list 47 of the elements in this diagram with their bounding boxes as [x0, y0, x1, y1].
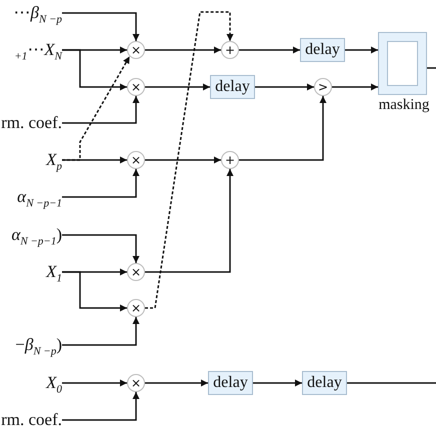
- arrow: [239, 46, 300, 54]
- input-label: rm. coef.: [0, 409, 62, 431]
- arrow: [145, 156, 221, 164]
- input-label: rm. coef.: [0, 112, 62, 134]
- operator-circle: ×: [127, 151, 145, 169]
- arrow: [332, 84, 378, 90]
- arrow: [62, 156, 127, 164]
- arrow: [255, 84, 314, 90]
- dashed-arrow: [62, 56, 130, 161]
- operator-circle: >: [314, 78, 332, 96]
- input-label: X$_{0}$: [0, 372, 62, 394]
- arrow: [62, 169, 140, 198]
- delay-box: delay: [300, 38, 345, 62]
- arrow: [239, 96, 326, 161]
- input-label: $_{+1}$⋯X$_{N}$: [0, 39, 62, 61]
- arrow: [62, 96, 140, 124]
- operator-circle: ×: [127, 78, 145, 96]
- operator-circle: +: [221, 151, 239, 169]
- delay-box: delay: [302, 371, 347, 395]
- arrow: [62, 392, 140, 421]
- arrow: [62, 49, 127, 90]
- arrow: [62, 12, 140, 41]
- input-label: α$_{N −p−1}$): [0, 224, 62, 246]
- arrow: [62, 380, 127, 386]
- block-label: masking: [378, 97, 430, 114]
- arrow: [62, 234, 140, 263]
- dashed-arrow: [145, 11, 234, 309]
- arrow: [145, 380, 208, 386]
- delay-box: delay: [210, 75, 255, 99]
- input-label: ⋯β$_{N −p}$: [0, 2, 62, 24]
- arrow: [145, 169, 234, 273]
- arrow: [62, 271, 127, 312]
- delay-box: delay: [208, 371, 253, 395]
- input-label: X$_{1}$: [0, 261, 62, 283]
- operator-circle: ×: [127, 263, 145, 281]
- arrow: [145, 84, 210, 90]
- operator-circle: ×: [127, 374, 145, 392]
- input-label: −β$_{N −p}$): [0, 334, 62, 356]
- input-label: X$_{p}$: [0, 149, 62, 171]
- input-label: α$_{N −p−1}$: [0, 186, 62, 208]
- arrow: [145, 46, 221, 54]
- arrow: [253, 380, 302, 386]
- arrow: [345, 46, 378, 54]
- operator-circle: ×: [127, 299, 145, 317]
- operator-circle: ×: [127, 41, 145, 59]
- operator-circle: +: [221, 41, 239, 59]
- arrow: [62, 317, 140, 346]
